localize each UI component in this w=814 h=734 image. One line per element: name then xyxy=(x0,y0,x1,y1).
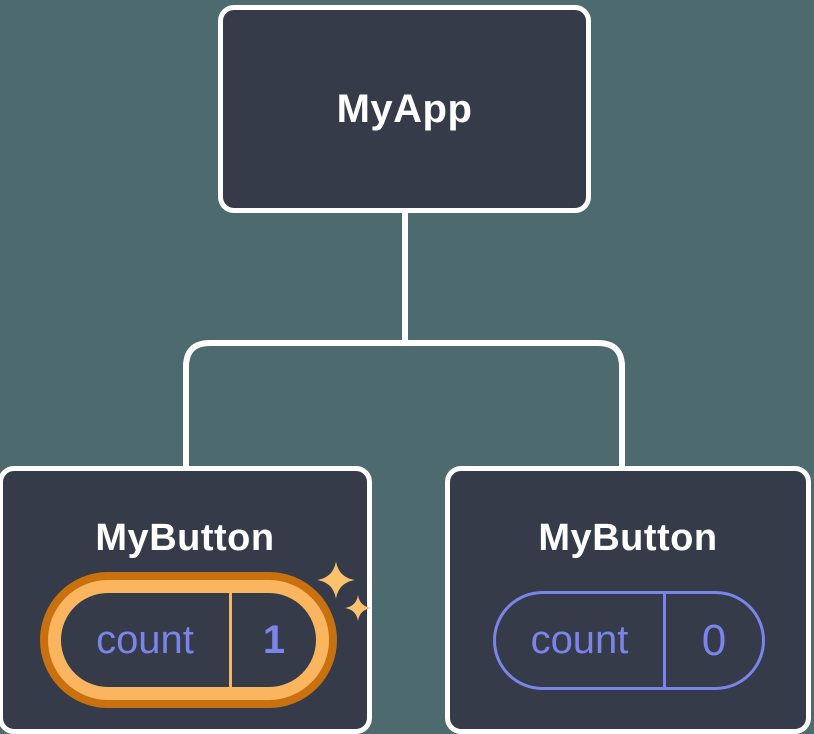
sparkle-icon xyxy=(317,561,371,621)
state-name-cell: count xyxy=(496,594,663,687)
node-mybutton-right: MyButton count 0 xyxy=(445,466,811,734)
sparkle-icon-large xyxy=(317,561,355,599)
state-name-label: count xyxy=(96,617,194,662)
state-value-cell: 0 xyxy=(663,594,762,687)
node-mybutton-left-label: MyButton xyxy=(95,517,275,559)
state-pill-plain: count 0 xyxy=(493,591,765,690)
state-name-cell: count xyxy=(61,593,229,687)
state-pill-highlighted: count 1 xyxy=(40,572,337,708)
state-value: 0 xyxy=(701,615,727,665)
state-pill-core: count 1 xyxy=(61,593,316,687)
node-mybutton-right-label: MyButton xyxy=(538,517,718,559)
node-myapp: MyApp xyxy=(218,5,591,213)
state-value: 1 xyxy=(262,617,286,662)
connector-fork xyxy=(183,340,625,468)
sparkle-icon-small xyxy=(345,595,371,621)
state-value-cell: 1 xyxy=(229,593,316,687)
node-myapp-label: MyApp xyxy=(336,86,473,131)
state-name-label: count xyxy=(530,618,629,662)
node-mybutton-left: MyButton count 1 xyxy=(0,466,372,734)
